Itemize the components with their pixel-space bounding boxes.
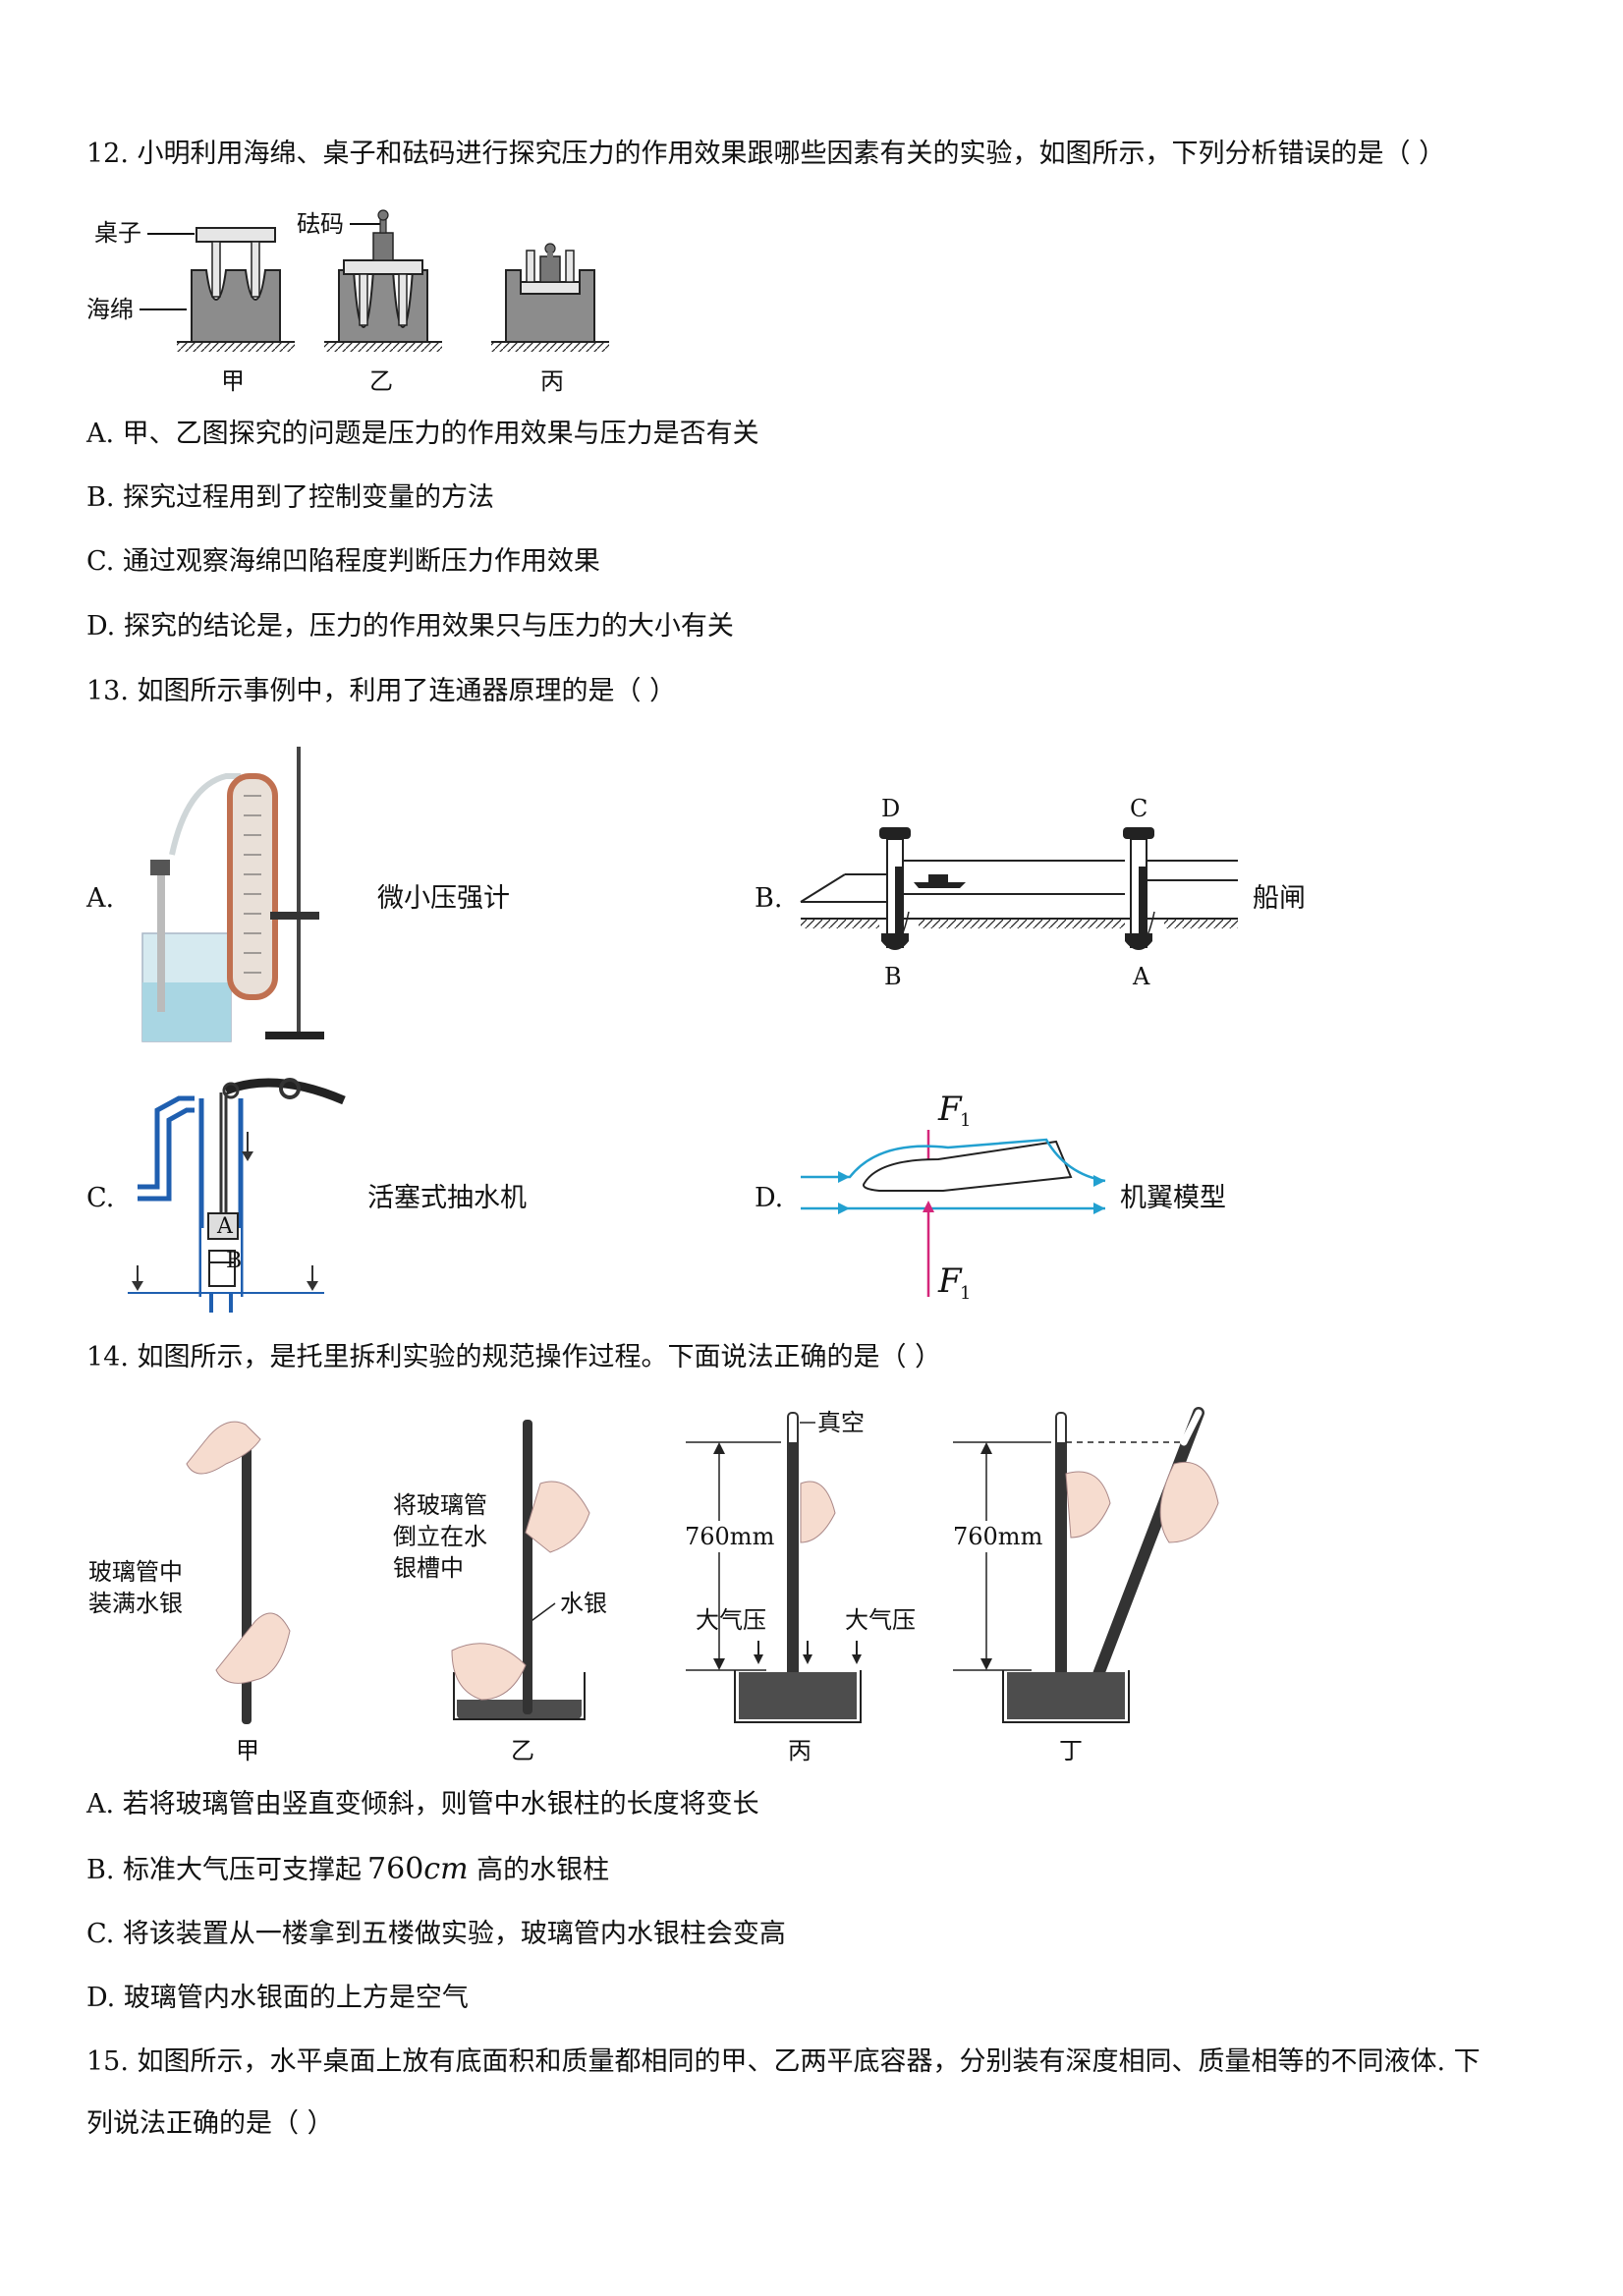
label-jia: 甲 <box>221 367 245 395</box>
manometer-figure <box>141 747 324 1042</box>
q12-stem: 12. 小明利用海绵、桌子和砝码进行探究压力的作用效果跟哪些因素有关的实验，如图… <box>86 139 1446 169</box>
q12-option-c: C. 通过观察海绵凹陷程度判断压力作用效果 <box>86 546 600 577</box>
torricelli-label-jia: 甲 <box>236 1737 259 1764</box>
q14-option-c: C. 将该装置从一楼拿到五楼做实验，玻璃管内水银柱会变高 <box>86 1919 786 1949</box>
fill-label-1: 玻璃管中 <box>88 1558 183 1586</box>
label-weight: 砝码 <box>297 210 344 238</box>
q12-figure: 桌子 砝码 海绵 甲 乙 丙 <box>86 209 609 395</box>
wing-model-figure: F 1 F 1 <box>801 1090 1106 1304</box>
ship-lock-figure: D C B A <box>800 795 1238 990</box>
label-d: D <box>881 795 900 822</box>
sponge-jia <box>177 227 295 352</box>
label-table: 桌子 <box>94 219 141 247</box>
torricelli-figure: 玻璃管中 装满水银 甲 将玻璃管 倒立在水 银槽中 水银 乙 真空 760mm … <box>88 1407 1219 1764</box>
q13-a-letter: A. <box>86 883 115 914</box>
q14-option-b-value: 760 <box>367 1852 424 1886</box>
height-label-bing: 760mm <box>685 1523 775 1550</box>
q14-option-b-unit: cm <box>423 1852 469 1886</box>
pump-label-a: A <box>216 1214 234 1239</box>
sponge-bing <box>491 243 609 352</box>
label-sponge: 海绵 <box>86 296 134 323</box>
q13-a-label: 微小压强计 <box>377 883 510 914</box>
invert-label-2: 倒立在水 <box>393 1523 487 1550</box>
force-label-top: F <box>937 1090 963 1129</box>
label-a: A <box>1132 963 1150 990</box>
pump-label-b: B <box>226 1249 242 1273</box>
label-bing: 丙 <box>540 367 564 395</box>
q13-d-label: 机翼模型 <box>1120 1183 1226 1213</box>
piston-pump-figure: A B <box>128 1078 346 1313</box>
label-b: B <box>884 963 902 990</box>
height-label-ding: 760mm <box>953 1523 1043 1550</box>
force-label-bottom: F <box>937 1261 963 1301</box>
invert-label-1: 将玻璃管 <box>393 1491 487 1519</box>
fill-label-2: 装满水银 <box>88 1590 183 1617</box>
mercury-label: 水银 <box>560 1590 607 1617</box>
q12-option-d: D. 探究的结论是，压力的作用效果只与压力的大小有关 <box>86 611 734 642</box>
q13-c-label: 活塞式抽水机 <box>367 1183 527 1213</box>
force-sub-bottom: 1 <box>960 1283 971 1304</box>
label-c: C <box>1130 795 1147 822</box>
q13-c-letter: C. <box>86 1183 115 1213</box>
q14-option-d: D. 玻璃管内水银面的上方是空气 <box>86 1983 469 2013</box>
q13-b-letter: B. <box>755 883 783 914</box>
vacuum-label: 真空 <box>817 1409 865 1436</box>
invert-label-3: 银槽中 <box>393 1554 464 1582</box>
q15-line-2: 列说法正确的是（ ） <box>86 2108 334 2139</box>
force-sub-top: 1 <box>960 1110 971 1131</box>
q14-option-b-text: B. 标准大气压可支撑起 <box>86 1855 363 1885</box>
q12-option-b: B. 探究过程用到了控制变量的方法 <box>86 482 495 513</box>
q14-option-b-tail: 高的水银柱 <box>468 1855 610 1885</box>
q14-option-a: A. 若将玻璃管由竖直变倾斜，则管中水银柱的长度将变长 <box>86 1789 759 1820</box>
q12-option-a: A. 甲、乙图探究的问题是压力的作用效果与压力是否有关 <box>86 419 759 449</box>
q13-b-label: 船闸 <box>1253 883 1306 914</box>
torricelli-label-ding: 丁 <box>1059 1737 1083 1764</box>
label-yi: 乙 <box>369 367 393 395</box>
q13-stem: 13. 如图所示事例中，利用了连通器原理的是（ ） <box>86 676 677 706</box>
q15-line-1: 15. 如图所示，水平桌面上放有底面积和质量都相同的甲、乙两平底容器，分别装有深… <box>86 2046 1481 2077</box>
sponge-yi <box>324 209 442 352</box>
q14-stem: 14. 如图所示，是托里拆利实验的规范操作过程。下面说法正确的是（ ） <box>86 1342 942 1372</box>
torricelli-label-bing: 丙 <box>788 1737 812 1764</box>
torricelli-label-yi: 乙 <box>511 1737 534 1764</box>
atm-label-right: 大气压 <box>845 1606 916 1634</box>
atm-label-left: 大气压 <box>696 1606 766 1634</box>
q13-d-letter: D. <box>755 1183 784 1213</box>
